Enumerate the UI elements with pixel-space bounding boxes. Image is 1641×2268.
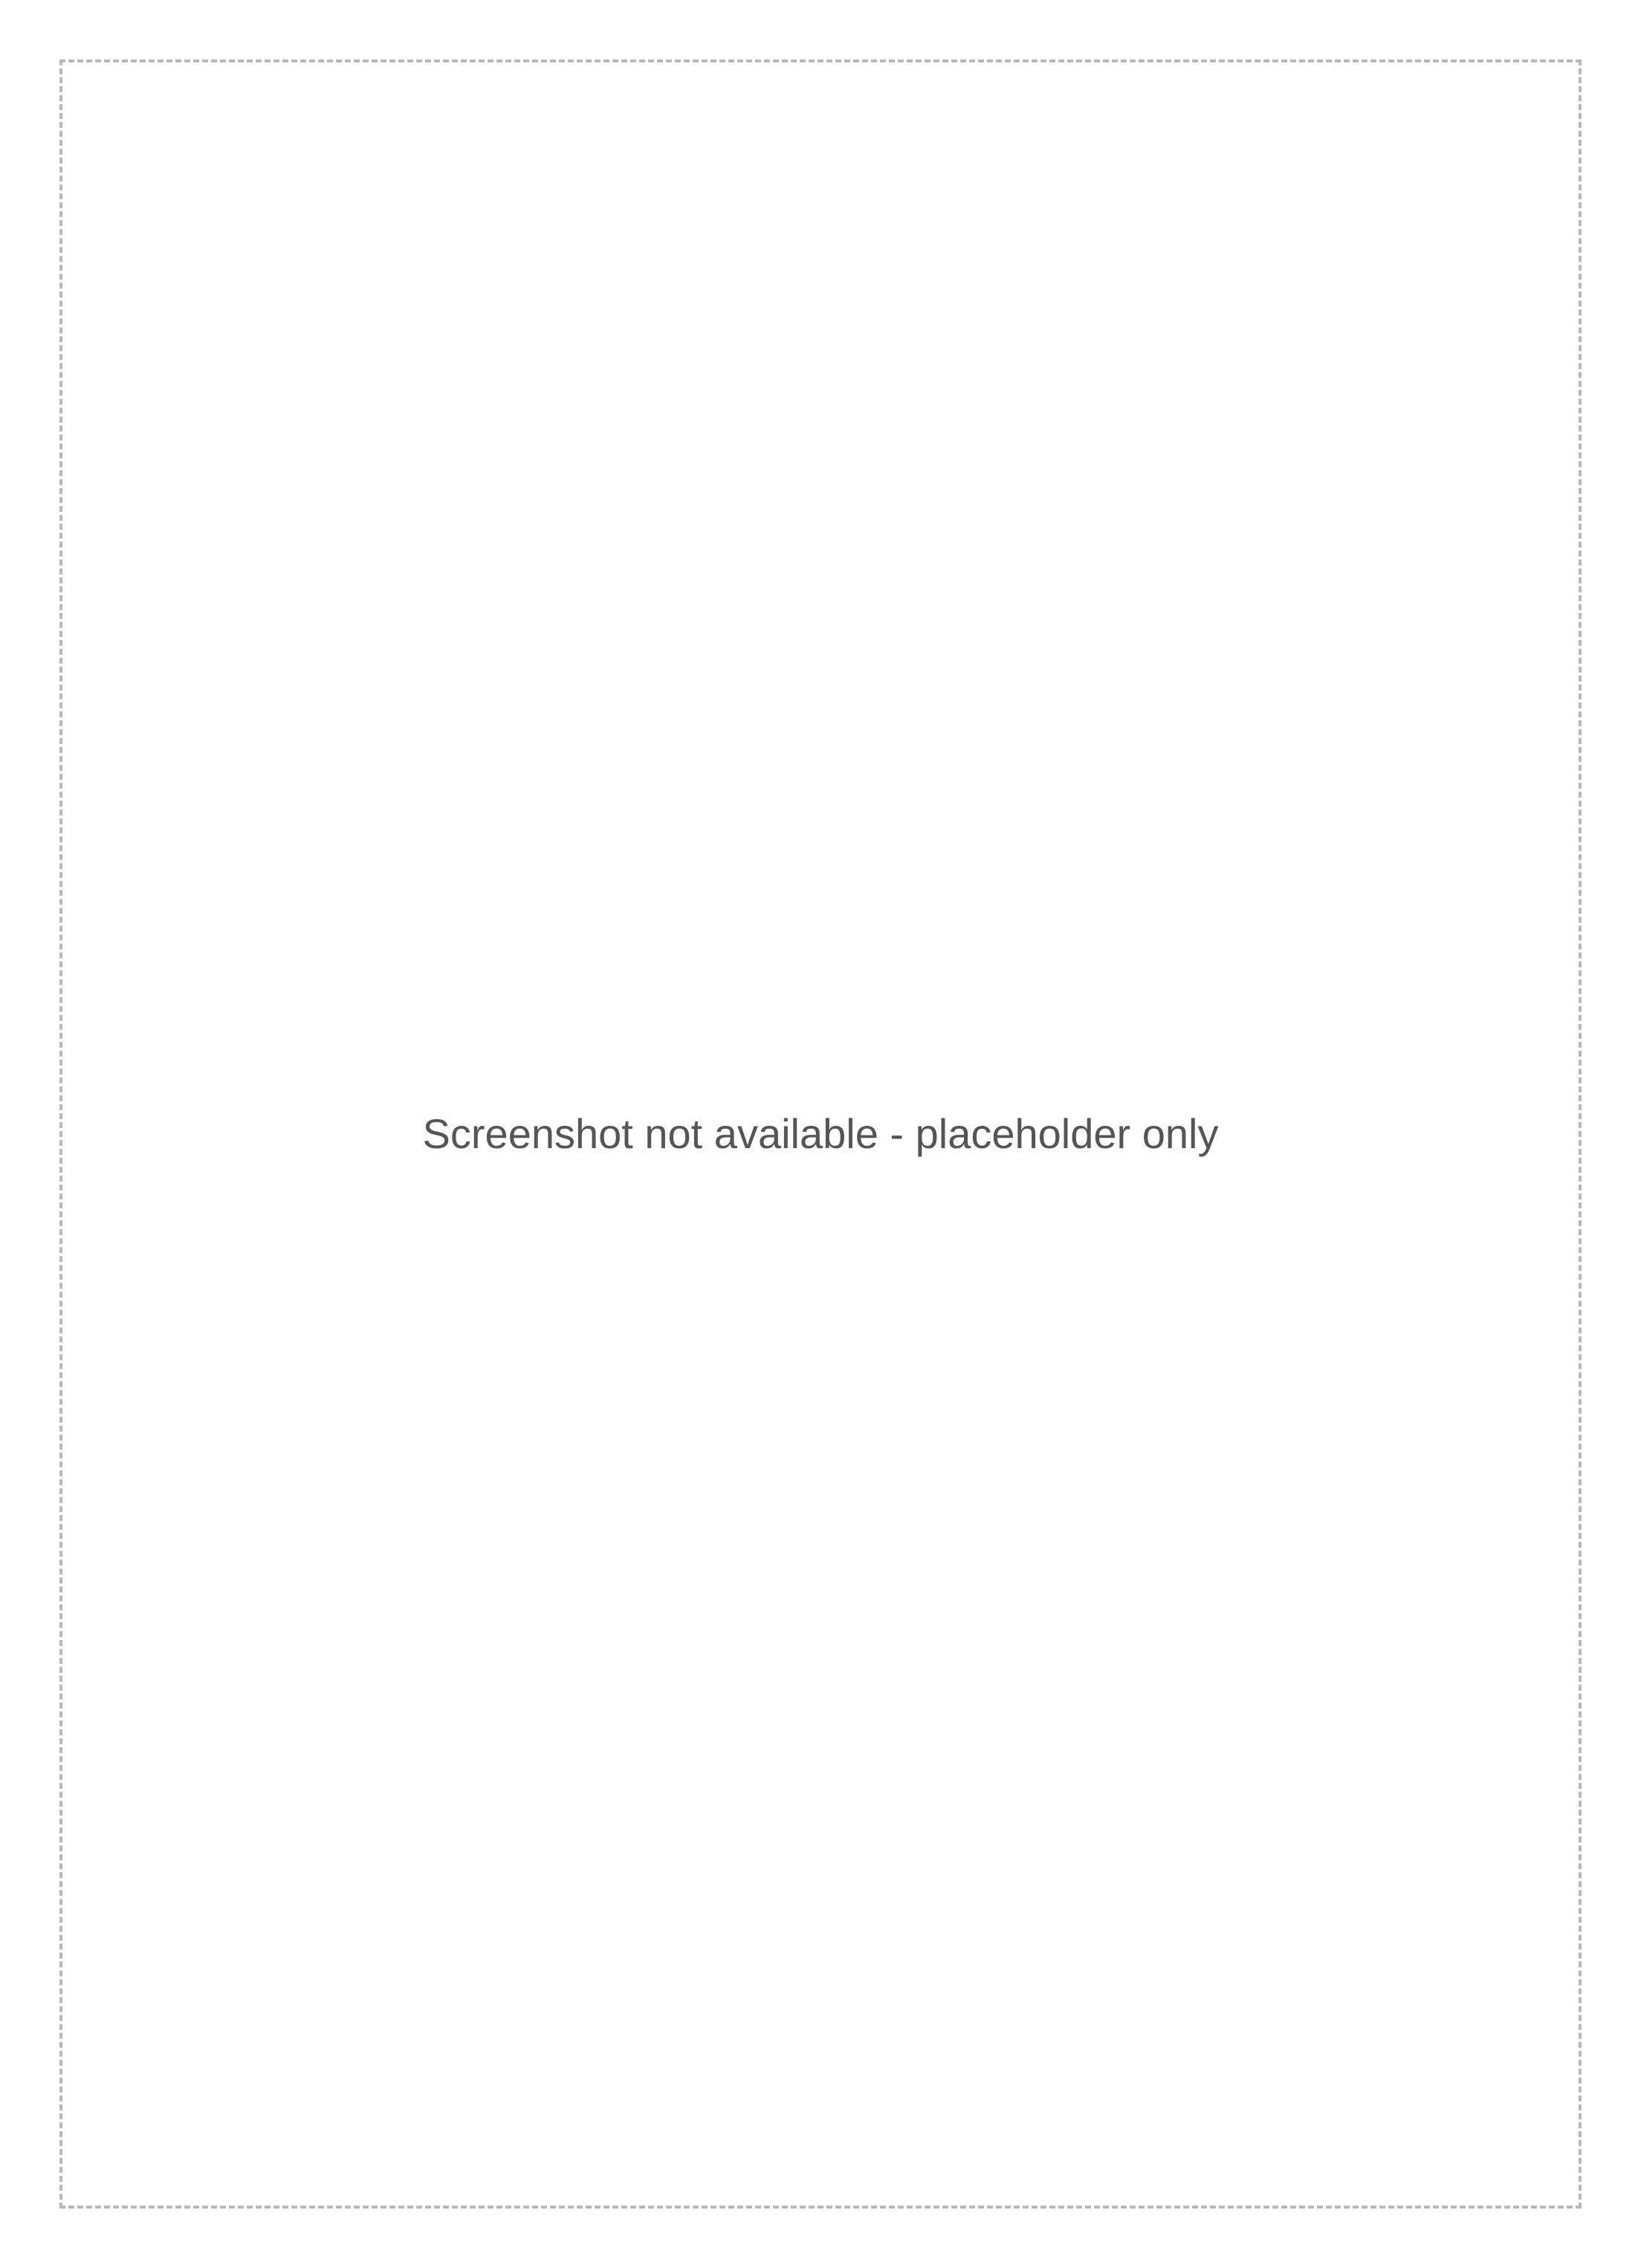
placeholder-frame: Screenshot not available - placeholder o… (59, 59, 1582, 2209)
placeholder-message: Screenshot not available - placeholder o… (422, 1109, 1219, 1157)
